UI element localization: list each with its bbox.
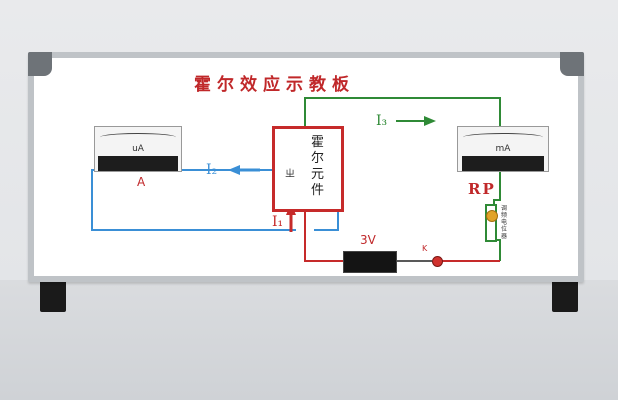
battery-label: 3V [360, 233, 376, 247]
switch-label: K [422, 244, 428, 253]
meter-scale [100, 133, 176, 147]
rheostat-caption: 调频电位器 [501, 205, 508, 240]
meter-base [98, 156, 178, 171]
rheostat-label: RP [468, 180, 496, 198]
floor [0, 280, 618, 400]
wire-i1 [304, 206, 343, 262]
switch-button[interactable] [432, 256, 443, 267]
wire-i2-return [314, 206, 339, 231]
microammeter-label: A [137, 175, 146, 189]
hall-element-label: 霍尔元件 [311, 135, 325, 198]
board-title: 霍尔效应示教板 [194, 75, 355, 95]
microammeter: uA [94, 126, 182, 172]
current-i1-label: I₁ [272, 214, 284, 230]
hall-element: 霍尔元件 ㄓ [272, 126, 344, 212]
microammeter-unit: uA [132, 143, 144, 154]
milliammeter-unit: mA [495, 143, 511, 154]
meter-scale [463, 133, 543, 147]
rheostat-knob[interactable] [486, 210, 498, 222]
milliammeter: mA [457, 126, 549, 172]
arrow-i2 [228, 165, 240, 175]
arrow-i3 [424, 116, 436, 126]
current-i2-label: I₂ [206, 162, 218, 178]
current-i3-label: I₃ [376, 113, 388, 129]
frame-corner-tl [28, 52, 52, 76]
wire-i3 [304, 97, 501, 128]
wire-i2 [91, 169, 296, 231]
frame-corner-tr [560, 52, 584, 76]
hall-symbol: ㄓ [285, 169, 295, 180]
meter-base [461, 156, 545, 171]
battery [343, 251, 397, 273]
